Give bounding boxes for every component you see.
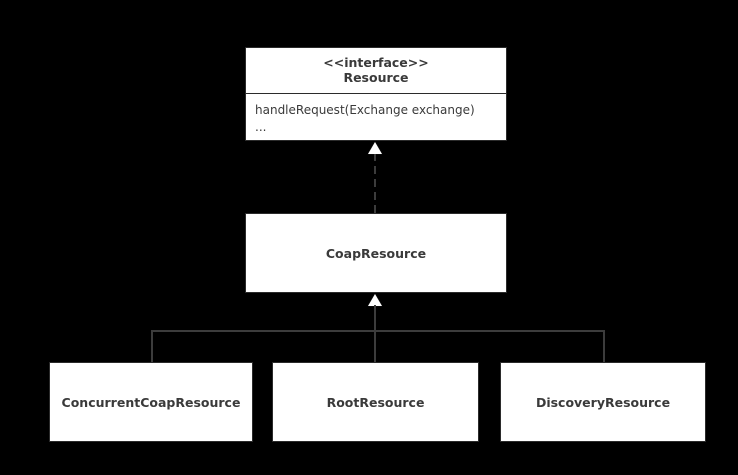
class-box-concurrentcoapresource[interactable]: ConcurrentCoapResource [49,362,253,442]
generalization-arrowhead-icon [368,294,382,306]
class-operations-resource: handleRequest(Exchange exchange) ... [246,94,506,146]
realization-connector-line [374,153,376,213]
class-box-resource[interactable]: <<interface>> Resource handleRequest(Exc… [245,47,507,141]
operation-handle-request: handleRequest(Exchange exchange) [255,103,475,117]
class-name-discoveryresource: DiscoveryResource [535,394,671,410]
class-name-concurrentcoapresource: ConcurrentCoapResource [61,394,241,410]
generalization-branch-bar [151,330,605,332]
compartment-divider [246,93,506,94]
class-name-rootresource: RootResource [326,394,425,410]
realization-arrowhead-icon [368,142,382,154]
operation-ellipsis: ... [255,120,267,134]
class-name-coapresource: CoapResource [325,245,427,261]
generalization-trunk-line [374,305,376,331]
generalization-drop-left [151,330,153,362]
generalization-drop-right [603,330,605,362]
class-box-rootresource[interactable]: RootResource [272,362,479,442]
class-box-coapresource[interactable]: CoapResource [245,213,507,293]
class-header-resource: <<interface>> Resource [246,48,506,93]
class-box-discoveryresource[interactable]: DiscoveryResource [500,362,706,442]
stereotype-label: <<interface>> [323,55,429,70]
generalization-drop-center [374,330,376,362]
class-name-resource: Resource [343,70,409,85]
